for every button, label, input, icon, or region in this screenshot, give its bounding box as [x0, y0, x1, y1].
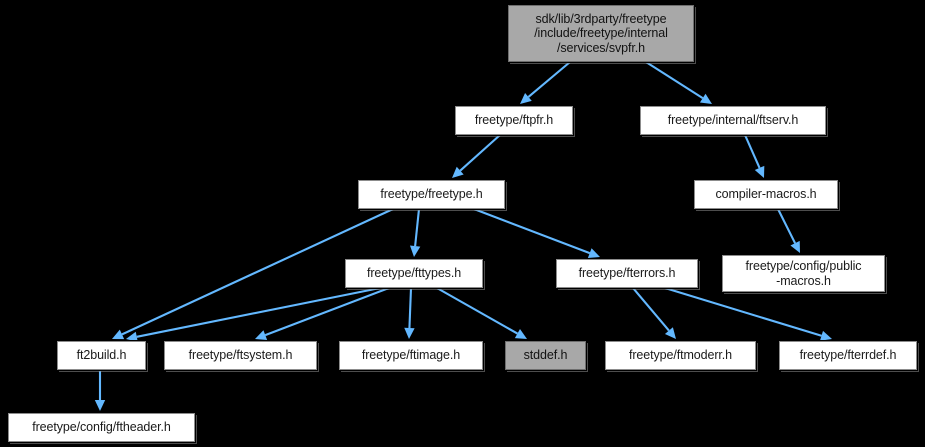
- graph-node-ftpfr[interactable]: freetype/ftpfr.h: [454, 105, 574, 136]
- graph-node-publicmacros[interactable]: freetype/config/public -macros.h: [721, 254, 886, 293]
- graph-edge-freetype-to-fterrors: [473, 208, 600, 258]
- graph-node-ftsystem[interactable]: freetype/ftsystem.h: [163, 340, 318, 371]
- graph-edge-compilermacros-to-publicmacros: [777, 208, 800, 253]
- graph-node-ftheader[interactable]: freetype/config/ftheader.h: [7, 412, 196, 443]
- graph-node-ft2build[interactable]: ft2build.h: [56, 340, 147, 371]
- graph-node-ftimage[interactable]: freetype/ftimage.h: [338, 340, 484, 371]
- graph-node-fterrors[interactable]: freetype/fterrors.h: [555, 258, 699, 289]
- graph-edge-freetype-to-ft2build: [112, 208, 394, 340]
- graph-node-stddef[interactable]: stddef.h: [504, 340, 587, 371]
- graph-edge-fterrors-to-ftmoderr: [632, 287, 676, 339]
- graph-node-ftmoderr[interactable]: freetype/ftmoderr.h: [604, 340, 757, 371]
- graph-edge-svpfr-to-ftpfr: [520, 61, 571, 104]
- graph-edge-fttypes-to-ftsystem: [255, 287, 390, 340]
- graph-node-ftserv[interactable]: freetype/internal/ftserv.h: [639, 105, 827, 136]
- graph-edge-freetype-to-fttypes: [409, 208, 421, 257]
- graph-edge-fttypes-to-ft2build: [126, 286, 381, 342]
- graph-node-fterrdef[interactable]: freetype/fterrdef.h: [778, 340, 918, 371]
- graph-edge-fterrors-to-fterrdef: [664, 286, 832, 341]
- graph-edge-fttypes-to-ftimage: [404, 287, 415, 339]
- graph-node-fttypes[interactable]: freetype/fttypes.h: [344, 258, 484, 289]
- graph-edge-ft2build-to-ftheader: [94, 370, 106, 411]
- graph-node-freetype[interactable]: freetype/freetype.h: [357, 179, 506, 210]
- graph-node-compilermacros[interactable]: compiler-macros.h: [693, 179, 839, 210]
- graph-node-svpfr[interactable]: sdk/lib/3rdparty/freetype /include/freet…: [507, 4, 695, 63]
- graph-edge-svpfr-to-ftserv: [645, 61, 712, 104]
- graph-edge-ftpfr-to-freetype: [452, 134, 501, 178]
- graph-edge-ftserv-to-compilermacros: [744, 134, 765, 178]
- graph-edge-fttypes-to-stddef: [436, 287, 527, 339]
